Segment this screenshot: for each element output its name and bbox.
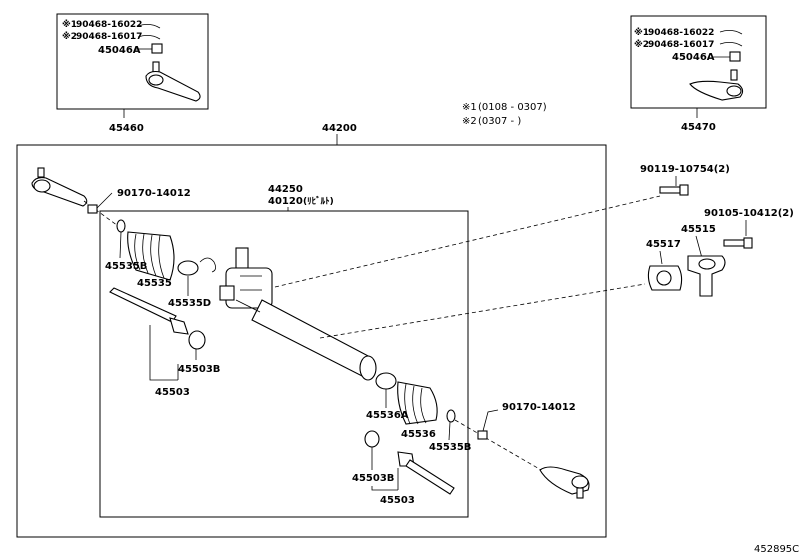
leader-line xyxy=(119,231,122,259)
legend-row1-mark: ※1 xyxy=(462,102,477,113)
inset-left-note1-part: 90468-16022 xyxy=(76,20,142,30)
part-45503-left-label: 45503 xyxy=(155,387,190,398)
part-45460-label: 45460 xyxy=(109,123,144,134)
lock-washer-right-icon xyxy=(364,430,380,448)
inset-left-nut-label: 45046A xyxy=(98,45,141,56)
leader-line xyxy=(448,421,451,441)
bolt-90105-icon xyxy=(723,237,753,249)
part-45503B-left-label: 45503B xyxy=(178,364,220,375)
part-40120-label: 40120 xyxy=(268,196,303,207)
part-44200-label: 44200 xyxy=(322,123,357,134)
dashed-alignment-line xyxy=(274,195,661,288)
part-45535B-left-label: 45535B xyxy=(105,261,147,272)
tie-rod-end-icon xyxy=(145,61,201,102)
part-45515-label: 45515 xyxy=(681,224,716,235)
cotter-pin-icon xyxy=(137,24,161,29)
leader-line xyxy=(96,192,113,209)
castle-nut-icon xyxy=(151,43,163,54)
part-45536-label: 45536 xyxy=(401,429,436,440)
inset-right-note2-part: 90468-16017 xyxy=(648,40,714,50)
tie-rod-end-left-icon xyxy=(31,167,88,207)
cotter-pin-icon xyxy=(719,42,743,47)
legend-row2-range: (0307 - ) xyxy=(478,116,521,127)
part-45503-right-label: 45503 xyxy=(380,495,415,506)
lock-washer-left-icon xyxy=(188,330,206,350)
cotter-pin-icon xyxy=(137,35,161,40)
inset-left-note2-part: 90468-16017 xyxy=(76,32,142,42)
legend-row1-range: (0108 - 0307) xyxy=(478,102,547,113)
assembly-frame-44250 xyxy=(99,210,469,518)
inset-left-note2-mark: ※2 xyxy=(62,31,77,42)
boot-clamp-45536A-icon xyxy=(375,372,397,390)
part-45470-label: 45470 xyxy=(681,122,716,133)
inset-right-nut-label: 45046A xyxy=(672,52,715,63)
part-45535D-label: 45535D xyxy=(168,298,211,309)
inset-right-note2-mark: ※2 xyxy=(634,39,649,50)
part-90170-left-label: 90170-14012 xyxy=(117,188,191,199)
leader-line xyxy=(482,409,499,432)
boot-clamp-right-icon xyxy=(446,409,456,423)
dashed-alignment-line xyxy=(454,419,549,475)
boot-right-icon xyxy=(397,381,438,425)
tie-rod-end-icon xyxy=(689,69,744,101)
lock-nut-right-icon xyxy=(477,430,488,440)
legend: ※1 (0108 - 0307) ※2 (0307 - ) xyxy=(462,102,547,127)
boot-left-icon xyxy=(127,231,175,281)
inset-right-frame xyxy=(630,15,767,109)
lock-nut-left-icon xyxy=(87,204,98,214)
part-44250-label: 44250 xyxy=(268,184,303,195)
leader-line xyxy=(695,235,703,259)
part-90105-label: 90105-10412(2) xyxy=(704,208,794,219)
part-45536A-label: 45536A xyxy=(366,410,409,421)
inner-tie-rod-right-icon xyxy=(397,451,455,495)
clip-icon xyxy=(199,257,216,273)
part-45503B-right-label: 45503B xyxy=(352,473,394,484)
inset-right-note1-part: 90468-16022 xyxy=(648,28,714,38)
part-90119-label: 90119-10754(2) xyxy=(640,164,730,175)
part-90170-right-label: 90170-14012 xyxy=(502,402,576,413)
leader-line xyxy=(149,325,179,381)
castle-nut-icon xyxy=(729,51,741,62)
inset-box-right: ※1 90468-16022 ※2 90468-16017 45046A xyxy=(630,15,767,109)
bolt-90119-icon xyxy=(659,184,689,196)
dashed-alignment-line xyxy=(319,283,646,339)
legend-row2-mark: ※2 xyxy=(462,116,477,127)
inset-right-note1-mark: ※1 xyxy=(634,27,649,38)
bracket-45515-icon xyxy=(687,255,726,297)
inset-left-frame xyxy=(56,13,209,110)
inner-tie-rod-left-icon xyxy=(109,287,189,335)
leader-line xyxy=(371,468,399,491)
part-45535-label: 45535 xyxy=(137,278,172,289)
boot-clamp-45535D-icon xyxy=(177,260,199,276)
part-40120-note: (ﾘﾋﾞﾙﾄ) xyxy=(303,195,334,207)
inset-left-note1-mark: ※1 xyxy=(62,19,77,30)
leader-line xyxy=(659,250,663,265)
rack-bushing-45517-icon xyxy=(647,265,683,291)
figure-code: 452895C xyxy=(754,544,799,555)
assembly-frame-44200 xyxy=(16,144,607,538)
tie-rod-end-right-icon xyxy=(539,466,590,499)
cotter-pin-icon xyxy=(719,30,743,35)
part-45535B-right-label: 45535B xyxy=(429,442,471,453)
part-45517-label: 45517 xyxy=(646,239,681,250)
inset-box-left: ※1 90468-16022 ※2 90468-16017 45046A xyxy=(56,13,209,110)
boot-clamp-left-icon xyxy=(116,219,126,233)
steering-gear-housing-icon xyxy=(219,247,377,381)
